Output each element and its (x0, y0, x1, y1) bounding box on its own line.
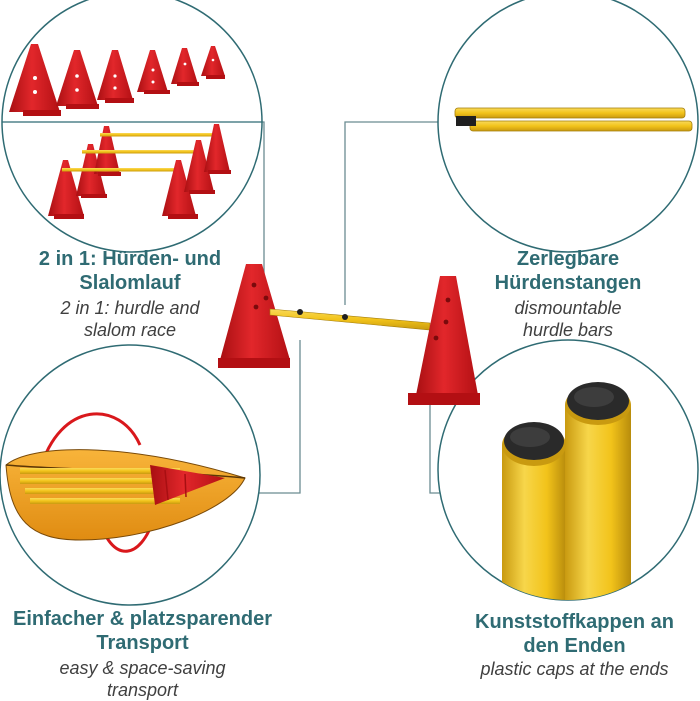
caption-title: Einfacher & platzsparender Transport (13, 608, 272, 654)
caption-subtitle: 2 in 1: hurdle and slalom race (60, 298, 200, 340)
caption-title: Zerlegbare Hürdenstangen (494, 248, 642, 294)
caption-title: 2 in 1: Hürden- und Slalomlauf (38, 248, 222, 294)
circle-plastic-caps (437, 339, 699, 601)
caption-plastic-caps: Kunststoffkappen an den Enden plastic ca… (452, 610, 697, 680)
cone-row (9, 44, 225, 116)
caption-title: Kunststoffkappen an den Enden (475, 611, 674, 657)
center-cone-left (218, 264, 290, 368)
center-hurdle (218, 264, 480, 405)
circle-transport-bag (0, 344, 261, 606)
caption-dismountable-bars: Zerlegbare Hürdenstangen dismountable hu… (453, 247, 683, 341)
circle-hurdle-slalom (1, 0, 263, 253)
bag-contents (20, 465, 225, 505)
caption-subtitle: plastic caps at the ends (480, 659, 669, 679)
hurdle-setup-mini (48, 124, 231, 219)
caption-hurdle-slalom: 2 in 1: Hürden- und Slalomlauf 2 in 1: h… (0, 247, 260, 341)
caption-subtitle: dismountable hurdle bars (514, 298, 622, 340)
caption-transport: Einfacher & platzsparender Transport eas… (0, 607, 285, 701)
center-cone-right (408, 276, 480, 405)
circle-dismountable-bars (437, 0, 699, 253)
caption-subtitle: easy & space-saving transport (59, 658, 226, 700)
